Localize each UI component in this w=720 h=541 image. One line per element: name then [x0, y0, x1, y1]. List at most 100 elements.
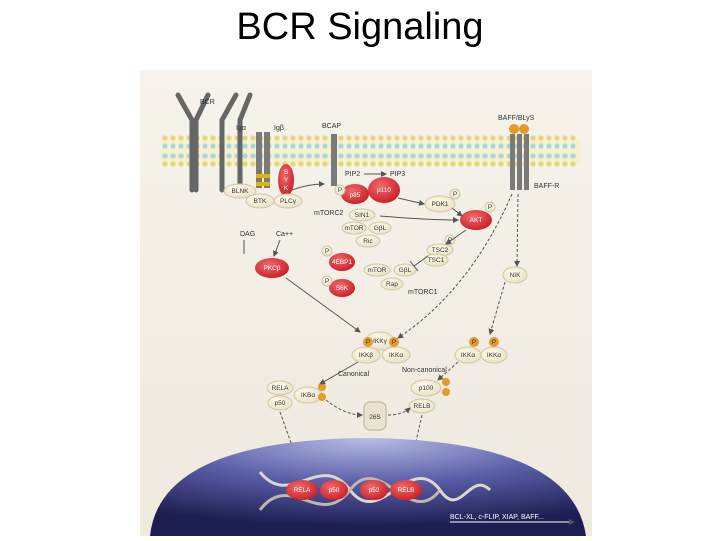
mtorc1-label: mTORC1	[408, 289, 438, 296]
slide-title: BCR Signaling	[236, 6, 484, 48]
p100-p1	[442, 378, 450, 386]
svg-text:P: P	[453, 191, 457, 198]
canonical-label: Canonical	[338, 371, 370, 378]
svg-text:p50: p50	[275, 400, 286, 407]
pathway-diagram: BCR Igα Igβ BCAP BAFF/BLyS BAFF-R S Y K …	[140, 70, 592, 536]
akt-p	[484, 201, 496, 213]
proteasome-26s: 26S	[363, 401, 387, 431]
svg-text:BLNK: BLNK	[232, 188, 250, 195]
pathway-arrows	[243, 181, 521, 469]
rap-node: Rap	[380, 277, 404, 291]
syk-k: K	[284, 185, 289, 192]
svg-text:Rap: Rap	[386, 281, 398, 288]
svg-text:IKKγ: IKKγ	[373, 338, 387, 345]
svg-text:SIN1: SIN1	[355, 212, 370, 219]
svg-text:AKT: AKT	[470, 217, 483, 224]
ca-label: Ca++	[276, 231, 293, 238]
svg-text:Ric: Ric	[363, 238, 373, 245]
svg-text:P: P	[492, 339, 496, 346]
bcap-label: BCAP	[322, 123, 341, 130]
pdk1-node: PDK1	[424, 195, 456, 213]
svg-text:BTK: BTK	[254, 198, 267, 205]
svg-text:p100: p100	[419, 385, 434, 392]
svg-text:P: P	[325, 248, 329, 255]
p-phospho	[334, 184, 346, 196]
svg-text:TSC2: TSC2	[432, 247, 449, 254]
svg-text:IKBα: IKBα	[301, 392, 315, 399]
ikba-p1	[318, 383, 326, 391]
ebp1-node: 4EBP1	[329, 253, 355, 271]
ebp1-p	[321, 245, 333, 257]
gbl2-node: GβL	[368, 221, 392, 235]
svg-text:mTOR: mTOR	[344, 225, 363, 232]
blnk-node: BLNK	[223, 183, 257, 199]
ikka-nc-p1	[469, 337, 479, 347]
svg-text:RELB: RELB	[414, 403, 431, 410]
p100-p2	[442, 388, 450, 396]
svg-text:P: P	[472, 339, 476, 346]
svg-text:P: P	[325, 278, 329, 285]
mtorc2-label: mTORC2	[314, 210, 344, 217]
ric-node: Ric	[355, 234, 381, 248]
mtor1-node: mTOR	[363, 263, 391, 277]
nuclear-relb: RELB	[390, 480, 422, 500]
nuclear-p50: p50	[320, 480, 348, 500]
akt-node: AKT	[460, 210, 492, 230]
syk-s: S	[284, 169, 289, 176]
svg-text:TSC1: TSC1	[428, 257, 445, 264]
svg-text:IKKα: IKKα	[461, 352, 475, 359]
pkcb-node: PKCβ	[255, 258, 289, 278]
ikk-complex: IKKγ IKKβ IKKα	[351, 331, 411, 364]
ikka-noncanonical: IKKα IKKα	[454, 346, 508, 364]
btk-node: BTK	[245, 193, 275, 209]
svg-text:p110: p110	[377, 187, 391, 194]
p110-node: p110	[368, 177, 400, 203]
svg-text:P: P	[366, 339, 370, 346]
baff-label: BAFF/BLyS	[498, 115, 535, 122]
mtor2-node: mTOR	[341, 221, 367, 235]
svg-text:IKKβ: IKKβ	[359, 352, 373, 359]
svg-text:PKCβ: PKCβ	[263, 265, 280, 272]
nik-node: NIK	[502, 266, 528, 284]
svg-text:NIK: NIK	[510, 272, 522, 279]
noncanonical-label: Non-canonical	[402, 367, 447, 374]
dag-label: DAG	[240, 231, 255, 238]
svg-text:p85: p85	[350, 192, 361, 199]
bcr-label: BCR	[200, 99, 215, 106]
s6k-p	[321, 275, 333, 287]
pip2-label: PIP2	[345, 171, 360, 178]
nuclear-p52: p52	[360, 480, 388, 500]
svg-text:RELA: RELA	[272, 385, 290, 392]
svg-text:RELA: RELA	[294, 487, 312, 494]
syk-kinase: S Y K	[278, 164, 294, 196]
baffr-receptor	[509, 124, 529, 190]
svg-text:PLCγ: PLCγ	[280, 198, 297, 205]
ikka-nc-p2	[489, 337, 499, 347]
ikk-p1	[363, 337, 373, 347]
ikba-p2	[318, 393, 326, 401]
svg-text:P: P	[338, 187, 342, 194]
gbl1-node: GβL	[393, 263, 417, 277]
pip3-label: PIP3	[390, 171, 405, 178]
svg-text:GβL: GβL	[374, 225, 387, 232]
s6k-node: S6K	[329, 279, 355, 297]
svg-text:26S: 26S	[369, 414, 381, 421]
svg-text:mTOR: mTOR	[367, 267, 386, 274]
tsc1-node: TSC1	[423, 253, 449, 267]
svg-text:IKKα: IKKα	[487, 352, 501, 359]
igalpha-label: Igα	[236, 125, 246, 132]
rela-p50-ikba: RELA p50 IKBα	[266, 380, 323, 411]
bcap-receptor	[331, 134, 337, 186]
bcr-receptor	[175, 92, 270, 193]
svg-text:P: P	[392, 339, 396, 346]
igbeta-label: Igβ	[274, 125, 284, 132]
svg-text:PDK1: PDK1	[432, 201, 449, 208]
plcg-node: PLCγ	[273, 193, 303, 209]
svg-text:p50: p50	[329, 487, 340, 494]
svg-text:S6K: S6K	[336, 285, 349, 292]
svg-text:IKKα: IKKα	[389, 352, 403, 359]
svg-text:GβL: GβL	[399, 267, 412, 274]
p85-node: p85	[341, 184, 369, 204]
syk-y: Y	[284, 177, 289, 184]
nuclear-rela: RELA	[286, 480, 318, 500]
